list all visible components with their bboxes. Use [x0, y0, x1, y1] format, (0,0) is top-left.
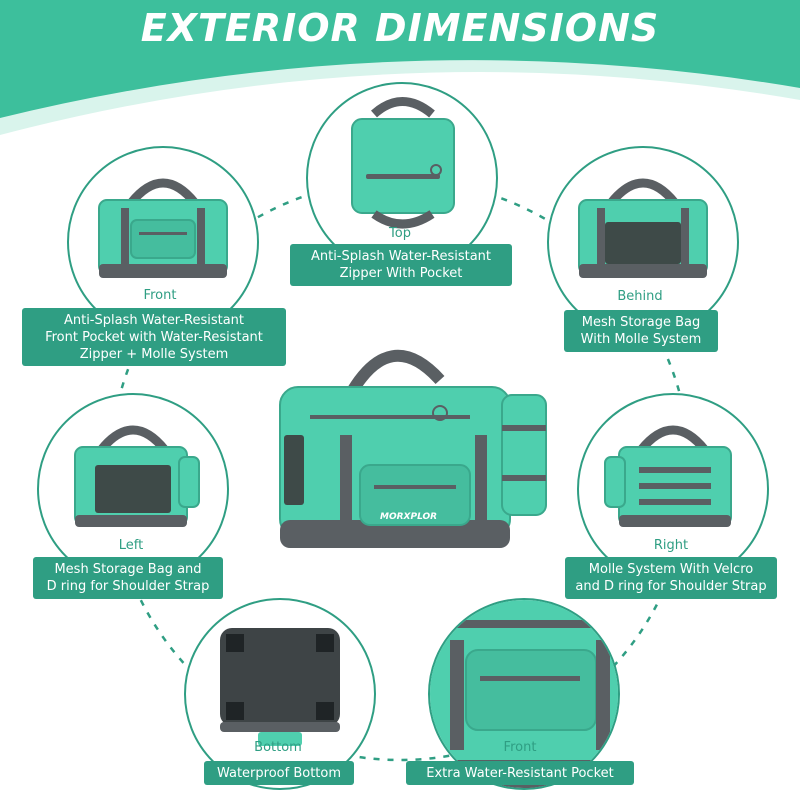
behind-caption: Mesh Storage Bag With Molle System [564, 310, 718, 352]
behind-caption-line-1: Mesh Storage Bag [581, 315, 701, 330]
header-banner [0, 0, 800, 135]
bottom-caption-line-1: Waterproof Bottom [216, 765, 342, 781]
front-caption-line-3: Zipper + Molle System [79, 346, 229, 362]
left-caption-line-2: D ring for Shoulder Strap [46, 579, 210, 594]
bag-main-image [279, 349, 547, 548]
front-pocket-view-label: Front [503, 740, 537, 755]
front-pocket-caption: Extra Water-Resistant Pocket [406, 761, 634, 785]
top-view-label: Top [389, 226, 411, 241]
right-caption-line-1: Molle System With Velcro [588, 562, 754, 577]
bag-top-view-image [351, 97, 455, 229]
front-pocket-caption-line-1: Extra Water-Resistant Pocket [426, 765, 614, 781]
front-pocket-view-circle [428, 598, 620, 790]
brand-logo: MORXPLOR [380, 512, 438, 522]
bag-front-pocket-image [430, 600, 618, 788]
bottom-view-label: Bottom [254, 740, 302, 755]
right-view-label: Right [653, 538, 689, 553]
bag-front-view-image [98, 178, 228, 278]
right-view-circle [577, 393, 769, 585]
behind-view-label: Behind [617, 289, 663, 304]
front-caption-line-2: Front Pocket with Water-Resistant [45, 329, 263, 345]
front-caption: Anti-Splash Water-Resistant Front Pocket… [22, 308, 286, 366]
bag-left-view-image [74, 425, 200, 527]
bag-bottom-view-image [220, 628, 340, 746]
right-caption: Molle System With Velcro and D ring for … [565, 557, 777, 599]
left-view-circle [37, 393, 229, 585]
bottom-view-circle [184, 598, 376, 790]
page-title: EXTERIOR DIMENSIONS [140, 6, 660, 50]
bag-behind-view-image [578, 178, 708, 278]
bag-right-view-image [604, 425, 732, 527]
behind-view-circle [547, 146, 739, 338]
front-caption-line-1: Anti-Splash Water-Resistant [63, 312, 245, 328]
left-view-label: Left [118, 538, 144, 553]
left-caption-line-1: Mesh Storage Bag and [54, 562, 202, 577]
top-caption: Anti-Splash Water-Resistant Zipper With … [290, 244, 512, 286]
bottom-caption: Waterproof Bottom [204, 761, 354, 785]
top-caption-line-1: Anti-Splash Water-Resistant [310, 249, 492, 264]
left-caption: Mesh Storage Bag and D ring for Shoulder… [33, 557, 223, 599]
top-caption-line-2: Zipper With Pocket [339, 266, 463, 281]
behind-caption-line-2: With Molle System [580, 332, 702, 347]
front-view-label: Front [143, 288, 177, 303]
top-view-circle [306, 82, 498, 274]
right-caption-line-2: and D ring for Shoulder Strap [575, 579, 767, 594]
